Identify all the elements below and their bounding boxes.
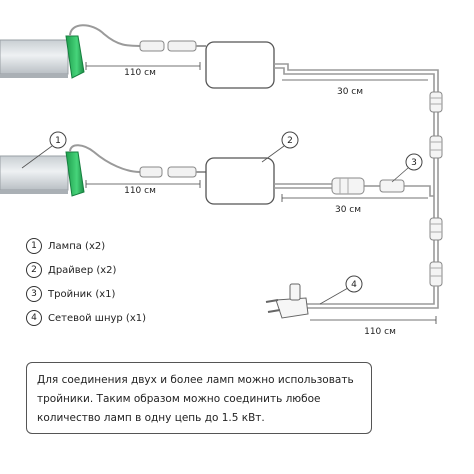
note-line-3: количество ламп в одну цепь до 1.5 кВт. <box>37 412 265 424</box>
legend-label: Драйвер (x2) <box>48 264 117 276</box>
svg-text:4: 4 <box>351 280 357 290</box>
legend-label: Сетевой шнур (x1) <box>48 312 147 324</box>
callout-2: 2 <box>261 131 299 163</box>
connector-middle <box>139 166 197 178</box>
tee-connector <box>331 177 405 195</box>
legend-label: Лампа (x2) <box>48 240 106 252</box>
info-note: Для соединения двух и более ламп можно и… <box>26 362 372 434</box>
plug-trunk-3 <box>429 217 443 241</box>
dimension-middle-run: 30 см <box>281 194 428 215</box>
connector-top <box>139 40 197 52</box>
cable-driver-top-to-trunk <box>274 63 439 82</box>
note-line-2: тройники. Таким образом можно соединить … <box>37 393 321 405</box>
svg-text:30 см: 30 см <box>337 87 363 97</box>
lamp-top <box>0 35 85 79</box>
dimension-lamp-driver-top: 110 см <box>85 62 201 78</box>
svg-text:2: 2 <box>287 136 293 146</box>
callout-1: 1 <box>21 131 67 169</box>
cable-driver-middle-to-tee <box>274 183 434 197</box>
svg-text:110 см: 110 см <box>124 68 156 78</box>
svg-text:30 см: 30 см <box>335 205 361 215</box>
plug-trunk-4 <box>429 261 443 287</box>
power-cord <box>306 286 439 309</box>
cable-lamp-top-to-connector <box>69 24 141 47</box>
trunk-cable <box>433 82 439 262</box>
legend-number: 1 <box>26 238 42 254</box>
svg-text:3: 3 <box>411 158 417 168</box>
driver-top <box>205 41 275 89</box>
callout-4: 4 <box>319 275 363 305</box>
svg-text:110 см: 110 см <box>364 327 396 337</box>
lamp-middle <box>0 151 85 197</box>
note-line-1: Для соединения двух и более ламп можно и… <box>37 374 354 386</box>
legend-item-power-cord: 4 Сетевой шнур (x1) <box>26 306 226 330</box>
dimension-top-run: 30 см <box>282 79 428 97</box>
plug-trunk-1 <box>429 91 443 113</box>
legend-number: 4 <box>26 310 42 326</box>
svg-text:110 см: 110 см <box>124 186 156 196</box>
legend-item-lamp: 1 Лампа (x2) <box>26 234 226 258</box>
legend-item-driver: 2 Драйвер (x2) <box>26 258 226 282</box>
svg-text:1: 1 <box>55 136 61 146</box>
callout-3: 3 <box>391 153 423 183</box>
legend-number: 2 <box>26 262 42 278</box>
legend: 1 Лампа (x2) 2 Драйвер (x2) 3 Тройник (x… <box>26 234 226 330</box>
cable-lamp-middle-to-connector <box>69 144 141 173</box>
plug-trunk-2 <box>429 135 443 159</box>
dimension-lamp-driver-middle: 110 см <box>85 180 201 196</box>
legend-number: 3 <box>26 286 42 302</box>
legend-item-tee: 3 Тройник (x1) <box>26 282 226 306</box>
power-plug <box>265 283 309 319</box>
dimension-power-cord: 110 см <box>310 316 437 337</box>
legend-label: Тройник (x1) <box>48 288 116 300</box>
driver-middle <box>205 157 275 205</box>
